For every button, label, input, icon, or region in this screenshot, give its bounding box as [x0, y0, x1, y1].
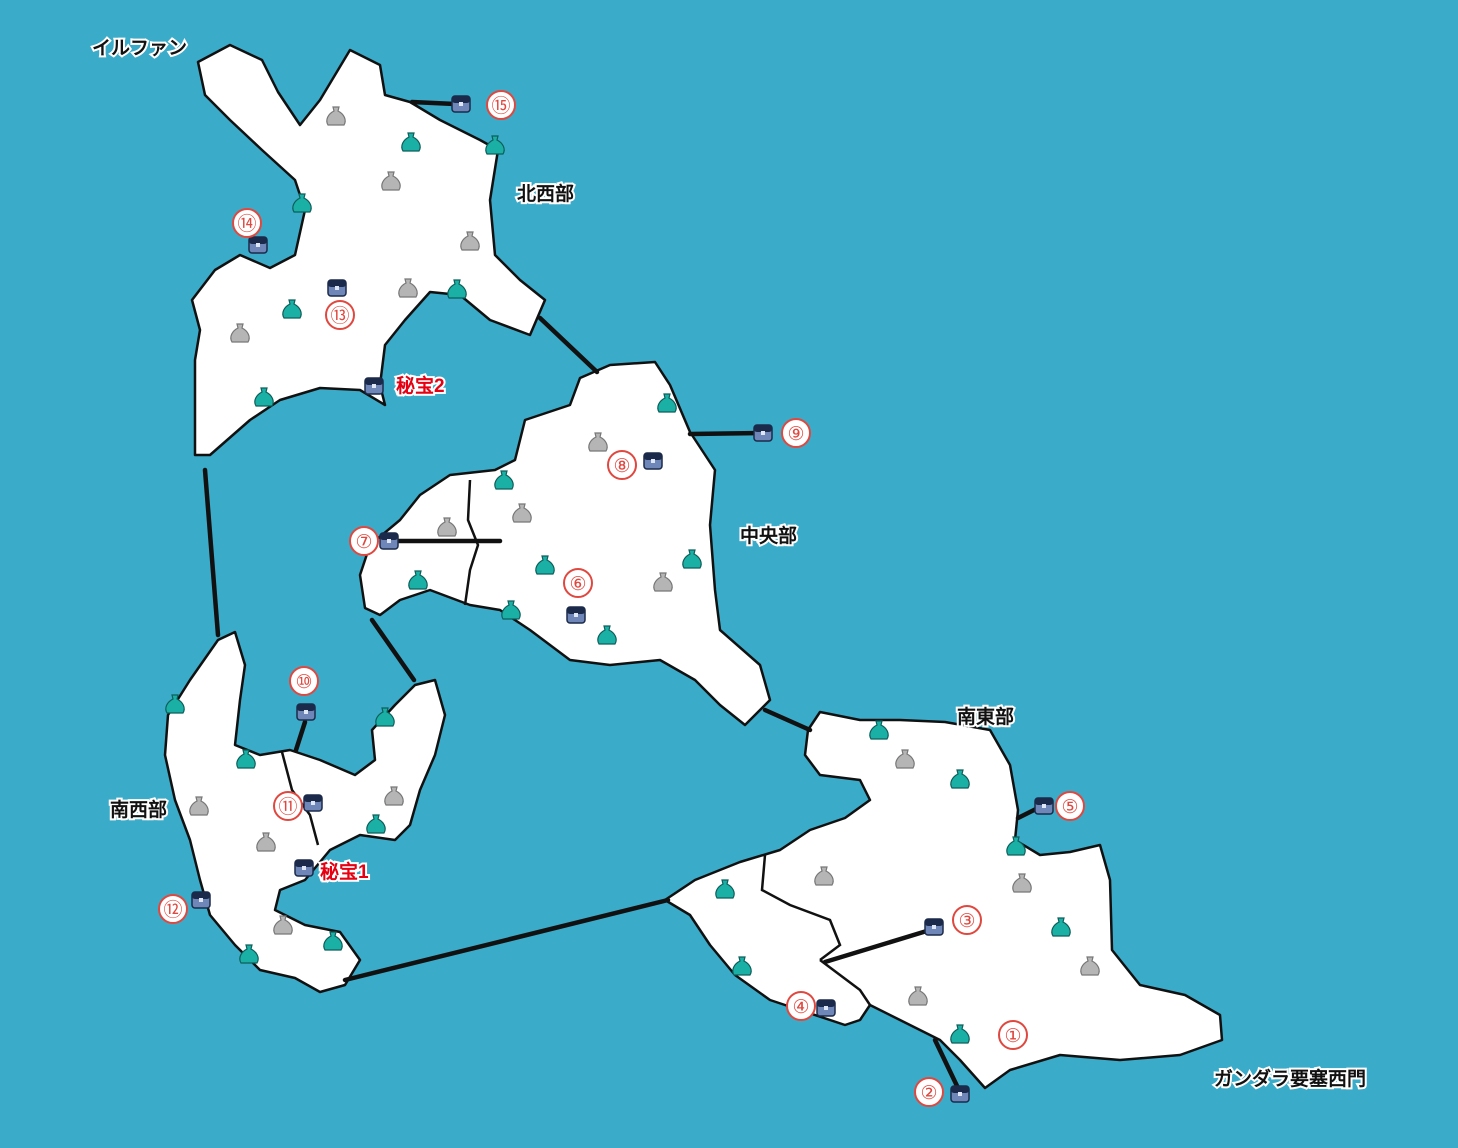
inner-border-southeast-2: [819, 959, 872, 1006]
number-marker-13: ⑬: [325, 300, 355, 330]
treasure-chest-icon[interactable]: [379, 532, 399, 550]
treasure-chest-icon[interactable]: [924, 918, 944, 936]
route-chest-15: [409, 99, 458, 107]
area-label-southeast: 南東部: [957, 705, 1014, 728]
teal-item-bag-icon[interactable]: [485, 135, 505, 155]
number-marker-1: ①: [998, 1020, 1028, 1050]
treasure-chest-icon[interactable]: [950, 1085, 970, 1103]
number-marker-12: ⑫: [158, 894, 188, 924]
number-label: ⑭: [237, 213, 256, 235]
number-marker-11: ⑪: [273, 791, 303, 821]
number-marker-2: ②: [914, 1077, 944, 1107]
treasure-chest-icon[interactable]: [643, 452, 663, 470]
treasure-label-hihou2: 秘宝2: [396, 374, 445, 397]
number-label: ⑤: [1061, 796, 1078, 818]
treasure-chest-icon[interactable]: [248, 236, 268, 254]
area-label-northwest: 北西部: [517, 182, 574, 205]
treasure-chest-icon[interactable]: [451, 95, 471, 113]
region-central: [358, 360, 772, 727]
treasure-chest-icon[interactable]: [294, 859, 314, 877]
route-central-southwest: [369, 617, 417, 683]
number-label: ③: [958, 910, 975, 932]
number-label: ⑮: [491, 95, 510, 117]
number-marker-14: ⑭: [232, 208, 262, 238]
treasure-chest-icon[interactable]: [1034, 797, 1054, 815]
number-marker-7: ⑦: [349, 526, 379, 556]
number-marker-8: ⑧: [607, 450, 637, 480]
route-chest-2: [932, 1037, 961, 1091]
number-marker-3: ③: [952, 905, 982, 935]
number-label: ⑦: [355, 531, 372, 553]
number-marker-10: ⑩: [289, 666, 319, 696]
route-southwest-southeast: [342, 897, 671, 983]
area-label-central: 中央部: [740, 524, 797, 547]
number-marker-4: ④: [786, 991, 816, 1021]
region-northwest: [190, 43, 547, 457]
number-label: ①: [1004, 1025, 1021, 1047]
number-marker-15: ⑮: [486, 90, 516, 120]
treasure-chest-icon[interactable]: [296, 703, 316, 721]
number-label: ④: [792, 996, 809, 1018]
route-central-southeast: [762, 707, 813, 733]
treasure-chest-icon[interactable]: [566, 606, 586, 624]
treasure-chest-icon[interactable]: [816, 999, 836, 1017]
inner-border-central: [463, 479, 480, 606]
route-northwest-southwest: [202, 467, 221, 638]
number-label: ⑨: [787, 423, 804, 445]
treasure-chest-icon[interactable]: [191, 891, 211, 909]
treasure-chest-icon[interactable]: [327, 279, 347, 297]
number-label: ⑪: [278, 796, 297, 818]
inner-border-southeast-1: [760, 854, 842, 961]
route-chest-10: [293, 719, 308, 753]
number-label: ⑧: [613, 455, 630, 477]
number-marker-5: ⑤: [1055, 791, 1085, 821]
treasure-chest-icon[interactable]: [364, 377, 384, 395]
number-marker-6: ⑥: [563, 568, 593, 598]
number-label: ②: [920, 1082, 937, 1104]
number-label: ⑩: [295, 671, 312, 693]
route-northwest-central: [537, 315, 600, 375]
region-southeast: [663, 710, 1224, 1090]
number-label: ⑫: [163, 899, 182, 921]
treasure-label-hihou1: 秘宝1: [320, 860, 369, 883]
treasure-chest-icon[interactable]: [753, 424, 773, 442]
number-label: ⑥: [569, 573, 586, 595]
place-label-gandara-gate: ガンダラ要塞西門: [1214, 1067, 1366, 1090]
number-marker-9: ⑨: [781, 418, 811, 448]
number-label: ⑬: [330, 305, 349, 327]
treasure-chest-icon[interactable]: [303, 794, 323, 812]
route-chest-9: [687, 430, 765, 437]
route-chest-3: [822, 927, 933, 965]
area-label-southwest: 南西部: [110, 798, 167, 821]
place-label-ilfan: イルファン: [92, 38, 187, 59]
